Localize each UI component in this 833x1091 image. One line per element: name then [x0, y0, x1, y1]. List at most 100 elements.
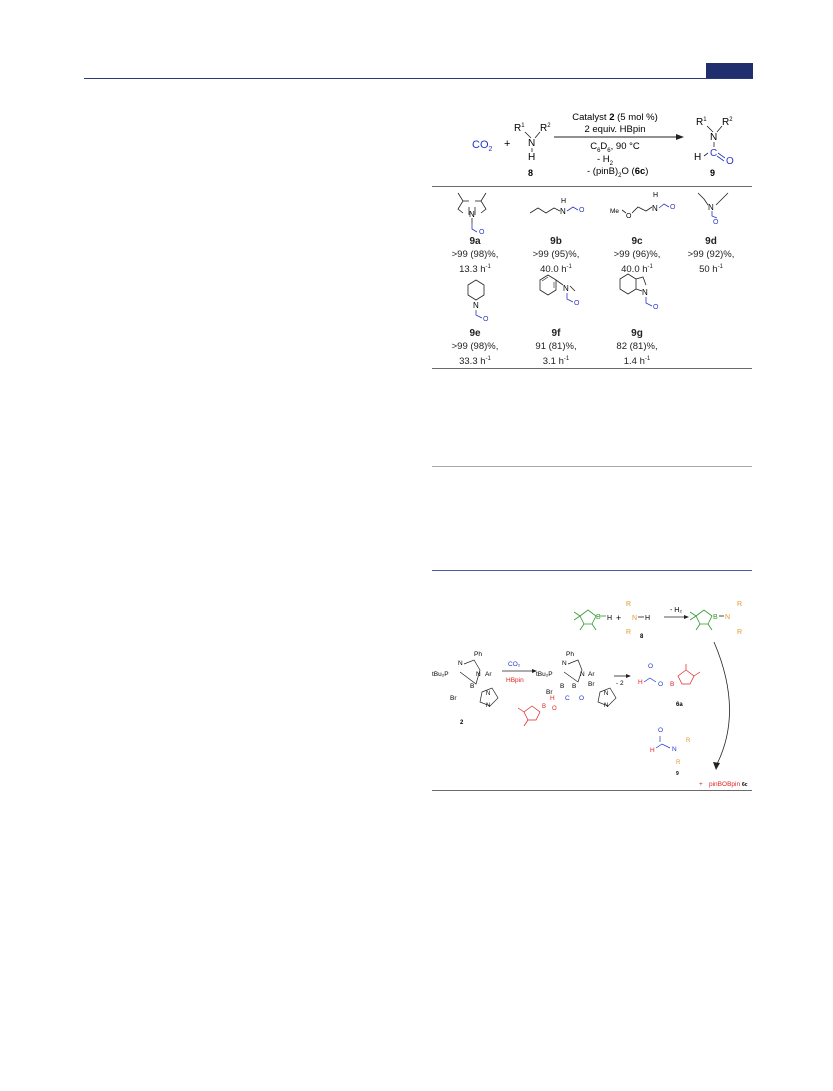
table-top-rule [432, 186, 752, 187]
product-yield: 82 (81)%, [616, 341, 658, 352]
svg-text:N: N [710, 132, 717, 143]
svg-text:9: 9 [676, 771, 679, 777]
svg-text:O: O [579, 695, 584, 702]
co2-text: CO [472, 139, 489, 151]
product-rate: 40.0 h-1 [540, 264, 572, 276]
svg-text:R: R [626, 629, 631, 636]
header-rule [84, 78, 753, 79]
svg-text:B: B [670, 681, 674, 688]
svg-text:R1: R1 [514, 123, 525, 134]
header-tab [706, 63, 753, 78]
svg-text:CO₂: CO₂ [508, 661, 521, 668]
svg-text:CO2: CO2 [472, 139, 493, 153]
svg-text:8: 8 [640, 634, 644, 640]
svg-text:H: H [528, 152, 535, 163]
product-label: 9a [469, 236, 481, 247]
svg-text:N: N [469, 210, 475, 219]
svg-text:B: B [572, 683, 576, 690]
svg-text:Ph: Ph [474, 651, 482, 658]
svg-text:N: N [473, 301, 479, 310]
svg-text:R: R [737, 601, 742, 608]
svg-text:N: N [632, 615, 637, 622]
svg-text:N: N [580, 671, 585, 678]
svg-text:O: O [726, 156, 734, 167]
svg-text:Ar: Ar [485, 671, 492, 678]
product-structures: N O N H O Me O N H O N O N O N O N O [457, 192, 729, 323]
svg-text:HBpin: HBpin [506, 677, 524, 684]
svg-text:N: N [458, 660, 463, 667]
product-rate: 13.3 h-1 [459, 264, 491, 276]
svg-text:N: N [672, 746, 677, 753]
section-rule [432, 466, 752, 467]
product-rate: 1.4 h-1 [623, 356, 651, 368]
svg-text:B: B [713, 614, 718, 621]
figure-top-rule [432, 570, 752, 571]
svg-text:Catalyst 2 (5 mol %): Catalyst 2 (5 mol %) [572, 112, 658, 123]
svg-text:R2: R2 [722, 117, 733, 128]
svg-text:Ar: Ar [588, 671, 595, 678]
product-9c: 9c >99 (96)%, 40.0 h-1 [592, 235, 682, 276]
svg-text:N: N [563, 284, 569, 293]
svg-text:N: N [708, 203, 714, 212]
svg-text:H: H [550, 695, 555, 702]
product-yield: 91 (81)%, [535, 341, 577, 352]
svg-text:6c: 6c [742, 782, 748, 788]
product-9d: 9d >99 (92)%, 50 h-1 [666, 235, 756, 276]
svg-text:B: B [560, 683, 564, 690]
product-label: 9c [631, 236, 643, 247]
product-yield: >99 (98)%, [451, 341, 499, 352]
svg-text:N: N [562, 660, 567, 667]
svg-text:- 2: - 2 [616, 680, 624, 687]
product-9g: 9g 82 (81)%, 1.4 h-1 [592, 327, 682, 368]
svg-text:+: + [699, 781, 703, 788]
svg-text:O: O [653, 304, 659, 311]
product-9b: 9b >99 (95)%, 40.0 h-1 [511, 235, 601, 276]
svg-text:R: R [737, 629, 742, 636]
svg-text:R: R [686, 738, 691, 744]
product-label: 9g [631, 328, 643, 339]
svg-text:H: H [645, 615, 650, 622]
svg-text:H: H [650, 747, 655, 754]
product-9a: 9a >99 (98)%, 13.3 h-1 [430, 235, 520, 276]
svg-text:N: N [528, 138, 535, 149]
product-label: 9d [705, 236, 717, 247]
svg-text:2: 2 [460, 720, 464, 726]
svg-text:Br: Br [450, 695, 457, 702]
svg-text:H: H [638, 679, 643, 686]
svg-text:R: R [626, 601, 631, 608]
svg-text:B: B [470, 683, 474, 690]
svg-text:2 equiv. HBpin: 2 equiv. HBpin [584, 124, 645, 135]
svg-text:Me: Me [610, 208, 619, 215]
svg-text:O: O [483, 316, 489, 323]
product-9e: 9e >99 (98)%, 33.3 h-1 [430, 327, 520, 368]
svg-text:O: O [658, 727, 663, 734]
svg-text:+: + [504, 138, 510, 150]
svg-text:B: B [542, 704, 546, 710]
svg-text:+: + [616, 613, 621, 623]
svg-text:N: N [642, 288, 648, 297]
svg-text:N: N [486, 703, 490, 709]
svg-text:O: O [658, 681, 663, 688]
product-rate: 40.0 h-1 [621, 264, 653, 276]
svg-text:tBu₂P: tBu₂P [432, 671, 449, 678]
svg-text:N: N [604, 703, 608, 709]
svg-text:pinBOBpin: pinBOBpin [709, 781, 740, 788]
svg-text:R2: R2 [540, 123, 551, 134]
svg-text:O: O [552, 706, 557, 712]
svg-text:Br: Br [588, 681, 595, 688]
figure-bottom-rule [432, 790, 752, 791]
svg-text:- (pinB)2O (6c): - (pinB)2O (6c) [587, 166, 648, 179]
svg-text:N: N [604, 691, 608, 697]
product-yield: >99 (95)%, [532, 249, 580, 260]
svg-text:- H2: - H2 [597, 154, 614, 167]
svg-text:N: N [725, 614, 730, 621]
product-label: 9f [551, 328, 561, 339]
product-label: 9 [710, 168, 715, 178]
product-yield: >99 (98)%, [451, 249, 499, 260]
svg-text:H: H [607, 615, 612, 622]
svg-text:B: B [596, 614, 601, 621]
svg-text:H: H [694, 152, 701, 163]
product-rate: 50 h-1 [699, 264, 723, 276]
svg-text:R1: R1 [696, 117, 707, 128]
svg-text:N: N [652, 204, 658, 213]
